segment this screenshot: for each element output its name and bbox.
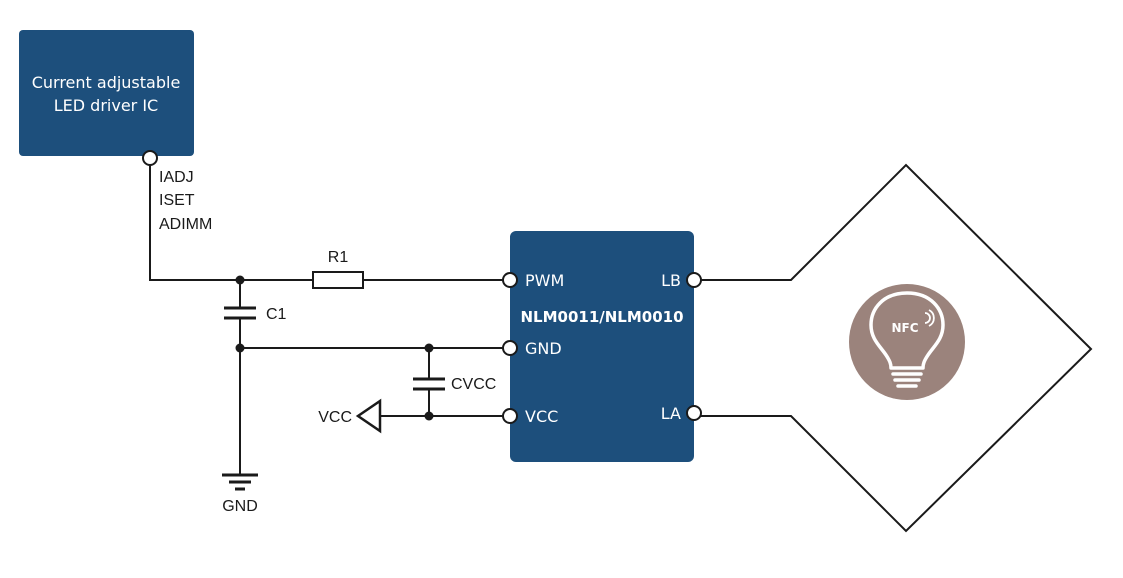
driver-output-pin [142, 150, 158, 166]
nfc-lightbulb-icon: NFC [849, 284, 965, 400]
pin-label-iadj: IADJ [159, 169, 194, 186]
chip-label-gnd: GND [525, 339, 562, 358]
label-gnd-bottom: GND [222, 498, 258, 515]
pin-label-iset: ISET [159, 192, 195, 209]
chip-label-lb: LB [661, 271, 681, 290]
chip-name: NLM0011/NLM0010 [520, 308, 683, 326]
chip-label-la: LA [661, 404, 681, 423]
chip-pin-la [686, 405, 702, 421]
driver-ic-line2: LED driver IC [54, 96, 158, 115]
label-r1: R1 [328, 249, 349, 266]
nlm-chip [510, 231, 694, 462]
driver-ic-line1: Current adjustable [32, 73, 181, 92]
chip-pin-lb [686, 272, 702, 288]
chip-pin-pwm [502, 272, 518, 288]
label-vcc-supply: VCC [318, 409, 352, 426]
antenna-coil [700, 163, 1093, 533]
chip-pin-vcc [502, 408, 518, 424]
nfc-badge-label: NFC [891, 321, 918, 335]
label-cvcc: CVCC [451, 376, 496, 393]
led-driver-ic: Current adjustable LED driver IC [19, 30, 194, 156]
chip-label-vcc: VCC [525, 407, 558, 426]
vcc-triangle-icon [355, 398, 382, 434]
resistor-r1 [312, 271, 364, 289]
ground-symbol-icon [222, 473, 258, 491]
label-c1: C1 [266, 306, 287, 323]
chip-label-pwm: PWM [525, 271, 564, 290]
pin-label-adimm: ADIMM [159, 216, 212, 233]
chip-pin-gnd [502, 340, 518, 356]
